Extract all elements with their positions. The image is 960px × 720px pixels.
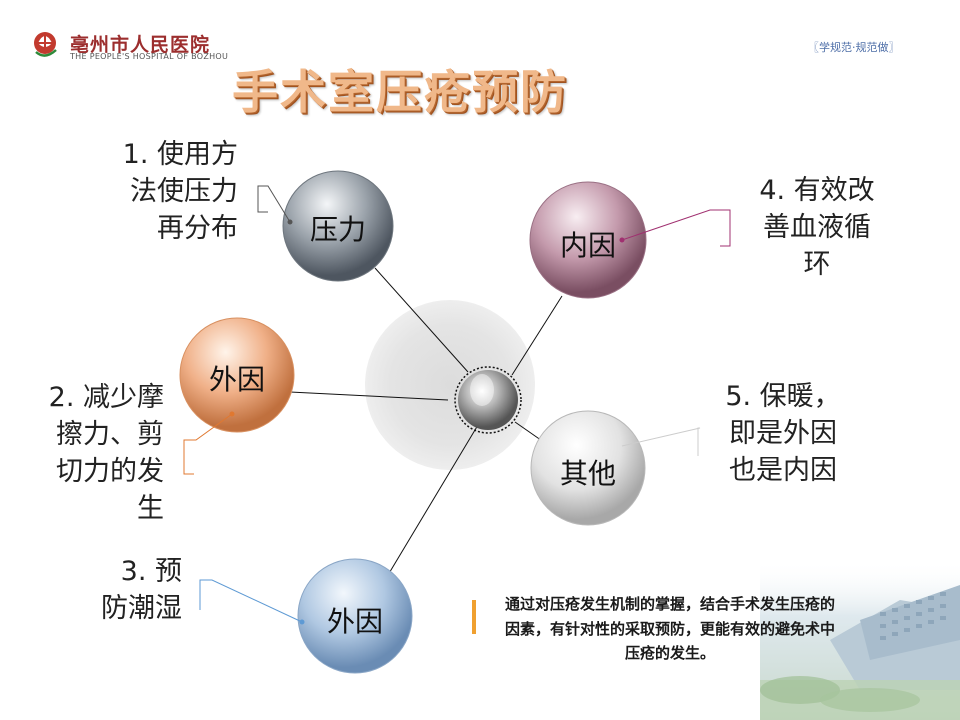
note-4-line: 环 xyxy=(803,249,831,280)
note-1-line: 再分布 xyxy=(157,213,238,244)
note-1-line: 1. 使用方 xyxy=(122,139,238,170)
slogan: 〖学规范·规范做〗 xyxy=(808,41,900,54)
note-4-line: 4. 有效改 xyxy=(759,175,875,206)
connector-external-top xyxy=(289,391,449,401)
note-2: 2. 减少摩 擦力、剪 切力的发 生 xyxy=(14,379,164,527)
node-pressure-label: 压力 xyxy=(309,213,366,246)
hospital-name-en: THE PEOPLE'S HOSPITAL OF BOZHOU xyxy=(70,52,229,61)
node-internal-label: 内因 xyxy=(559,229,616,262)
hospital-building-illustration xyxy=(760,560,960,720)
note-1-line: 法使压力 xyxy=(130,176,238,207)
note-1: 1. 使用方 法使压力 再分布 xyxy=(60,136,238,247)
node-external-bottom-label: 外因 xyxy=(326,605,383,638)
note-2-line: 切力的发 xyxy=(56,456,164,487)
note-4-line: 善血液循 xyxy=(763,212,871,243)
note-2-line: 擦力、剪 xyxy=(56,419,164,450)
leader-5 xyxy=(621,427,701,456)
note-5: 5. 保暖， 即是外因 也是内因 xyxy=(708,378,858,489)
note-5-line: 即是外因 xyxy=(729,418,837,449)
node-external-top-ball xyxy=(179,317,295,433)
leader-1 xyxy=(257,185,291,223)
leader-3 xyxy=(199,579,303,623)
connector-internal xyxy=(511,295,563,376)
hospital-logo-icon xyxy=(34,32,57,57)
note-3-line: 3. 预 xyxy=(120,556,182,587)
node-external-bottom-ball xyxy=(297,558,413,674)
summary-accent-bar xyxy=(472,600,476,634)
node-pressure-ball xyxy=(282,170,394,282)
note-4: 4. 有效改 善血液循 环 xyxy=(742,172,892,283)
connector-lines xyxy=(289,267,563,581)
callout-leaders xyxy=(183,185,731,625)
center-ring xyxy=(454,366,522,434)
note-2-line: 生 xyxy=(137,493,164,524)
node-external-top-label: 外因 xyxy=(208,363,265,396)
note-3-line: 防潮湿 xyxy=(101,593,182,624)
summary-text: 通过对压疮发生机制的掌握，结合手术发生压疮的因素，有针对性的采取预防，更能有效的… xyxy=(505,595,836,662)
connector-external-bottom xyxy=(384,424,479,581)
note-5-line: 5. 保暖， xyxy=(725,381,841,412)
slide-title: 手术室压疮预防 xyxy=(232,65,568,119)
leader-4 xyxy=(621,209,731,247)
node-internal-ball xyxy=(529,181,647,299)
hospital-name-cn: 亳州市人民医院 xyxy=(70,34,211,56)
connector-pressure xyxy=(374,267,469,373)
node-other-label: 其他 xyxy=(559,457,616,490)
node-other-ball xyxy=(530,410,646,526)
center-ball xyxy=(458,370,518,430)
note-5-line: 也是内因 xyxy=(729,455,837,486)
note-3: 3. 预 防潮湿 xyxy=(40,553,182,627)
leader-2 xyxy=(183,413,233,475)
note-2-line: 2. 减少摩 xyxy=(48,382,164,413)
